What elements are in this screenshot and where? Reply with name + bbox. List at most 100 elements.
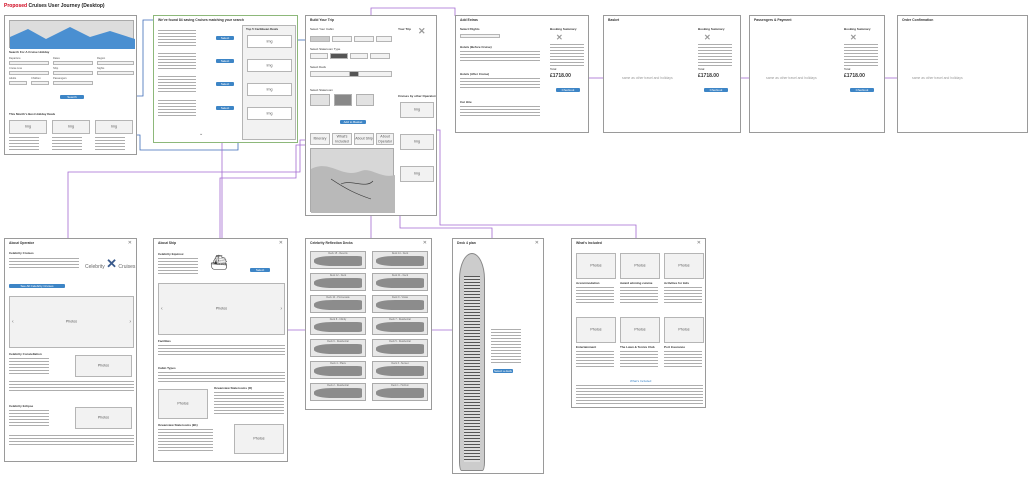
adults-select[interactable] [9, 81, 27, 85]
passengers-select[interactable] [53, 81, 93, 85]
close-icon[interactable]: ✕ [534, 240, 539, 246]
included-photo[interactable]: Photos [576, 317, 616, 343]
deck-card[interactable]: Deck 10 - Promenade [310, 295, 366, 313]
top-deal-card[interactable]: Img [247, 107, 292, 120]
deck-card[interactable]: Deck 9 - Vistas [372, 295, 428, 313]
included-photo[interactable]: Photos [576, 253, 616, 279]
top-deals-title: Top 5 Caribbean Deals [246, 27, 279, 31]
stateroom-suite[interactable] [370, 53, 390, 59]
close-icon[interactable]: ✕ [278, 240, 283, 246]
result-select-button[interactable]: Select [216, 59, 234, 63]
top-deal-card[interactable]: Img [247, 59, 292, 72]
frame-add-extras: Add Extras Select Flights Hotels (Before… [455, 15, 589, 133]
other-op-3[interactable]: Img [400, 166, 434, 182]
deck-card[interactable]: Deck 11 - Deck [372, 273, 428, 291]
deck-card[interactable]: Deck 4 - Plaza [310, 361, 366, 379]
ship-select-button[interactable]: Select [250, 268, 270, 272]
ship-2-img[interactable]: Photos [75, 407, 132, 429]
itinerary-map[interactable] [310, 148, 395, 213]
nights-select[interactable] [97, 71, 134, 75]
dates-input[interactable] [53, 61, 93, 65]
suite-b-img[interactable]: Photos [234, 424, 284, 454]
operator-photos[interactable]: Photos ‹ › [9, 296, 134, 348]
result-select-button[interactable]: Select [216, 82, 234, 86]
ship-photos[interactable]: Photos ‹ › [158, 283, 285, 335]
children-select[interactable] [31, 81, 49, 85]
deck-card[interactable]: Deck 3 - Sunset [372, 361, 428, 379]
included-photo[interactable]: Photos [620, 317, 660, 343]
stateroom-balcony[interactable] [350, 53, 368, 59]
close-icon[interactable]: ✕ [127, 240, 132, 246]
region-select[interactable] [97, 61, 134, 65]
ship-deck-outline[interactable] [459, 253, 485, 471]
label-cruise-line: Cruise Line [9, 67, 23, 70]
next-arrow-icon[interactable]: › [129, 319, 131, 325]
deck-label: Deck 8 - Infinity [329, 318, 347, 321]
car-hire-list [460, 106, 540, 118]
stateroom-inside[interactable] [310, 53, 328, 59]
tab-itinerary[interactable]: Itinerary [310, 133, 330, 145]
top-deal-card[interactable]: Img [247, 83, 292, 96]
deck-card[interactable]: Deck 15 - Resorts [310, 251, 366, 269]
deck-card[interactable]: Deck 7 - Residential [372, 317, 428, 335]
deck-card[interactable]: Deck 8 - Infinity [310, 317, 366, 335]
deal-card-1[interactable]: Img [9, 120, 47, 134]
suite-a-img[interactable]: Photos [158, 389, 208, 419]
deck-card[interactable]: Deck 14 - Deck [372, 251, 428, 269]
result-select-button[interactable]: Select [216, 36, 234, 40]
departure-select[interactable] [9, 61, 49, 65]
stateroom-image-2[interactable] [334, 94, 352, 106]
see-all-button[interactable]: See All Celebrity Cruises [9, 284, 65, 288]
deck-card[interactable]: Deck 2 - Residential [310, 383, 366, 401]
next-arrow-icon[interactable]: › [280, 306, 282, 312]
prev-arrow-icon[interactable]: ‹ [12, 319, 14, 325]
deck-card[interactable]: Deck 6 - Residential [310, 339, 366, 357]
close-icon[interactable]: ✕ [696, 240, 701, 246]
deck-selected[interactable] [349, 71, 359, 77]
pass-checkout-button[interactable]: Checkout [850, 88, 874, 92]
add-to-basket-button[interactable]: Add to Basket [340, 120, 366, 124]
tab-whats-included[interactable]: What's Included [332, 133, 352, 145]
prev-arrow-icon[interactable]: ‹ [161, 306, 163, 312]
celebrity-x-logo-icon: ✕ [106, 256, 118, 271]
included-photo[interactable]: Photos [664, 317, 704, 343]
search-button[interactable]: Search [60, 95, 84, 99]
deck-card[interactable]: Deck 12 - Deck [310, 273, 366, 291]
flights-select[interactable] [460, 34, 500, 38]
operator-intro [9, 258, 79, 270]
basket-checkout-button[interactable]: Checkout [704, 88, 728, 92]
select-deck-button[interactable]: Select a deck [493, 369, 513, 373]
close-icon[interactable]: ✕ [422, 240, 427, 246]
select-cabin-label: Select Your Cabin [310, 27, 334, 31]
cruise-line-select[interactable] [9, 71, 49, 75]
deck-card[interactable]: Deck 1 - Horizon [372, 383, 428, 401]
frame-passengers: Passengers & Payment same as other trave… [749, 15, 885, 133]
included-item-heading: Award winning cuisine [620, 281, 653, 285]
included-photo[interactable]: Photos [620, 253, 660, 279]
ship-1-img[interactable]: Photos [75, 355, 132, 377]
other-op-1[interactable]: Img [400, 102, 434, 118]
cabin-date-1[interactable] [310, 36, 330, 42]
tab-about-ship[interactable]: About Ship [354, 133, 374, 145]
ship-select[interactable] [53, 71, 93, 75]
tab-about-operator[interactable]: About Operator [376, 133, 394, 145]
top-deal-card[interactable]: Img [247, 35, 292, 48]
stateroom-oceanview[interactable] [330, 53, 348, 59]
cabin-date-3[interactable] [354, 36, 374, 42]
deal-text-2 [52, 137, 82, 150]
chevron-down-icon[interactable]: ⌄ [199, 131, 204, 137]
cabin-date-4[interactable] [376, 36, 392, 42]
cabin-date-2[interactable] [332, 36, 352, 42]
deal-card-3[interactable]: Img [95, 120, 133, 134]
included-photo[interactable]: Photos [664, 253, 704, 279]
deck-ship-icon [314, 322, 362, 332]
whats-included-link[interactable]: What's Included [630, 379, 652, 383]
frame-results: We've found 84 saving Cruises matching y… [153, 15, 298, 143]
checkout-button[interactable]: Checkout [556, 88, 580, 92]
deck-card[interactable]: Deck 5 - Residential [372, 339, 428, 357]
other-op-2[interactable]: Img [400, 134, 434, 150]
deal-card-2[interactable]: Img [52, 120, 90, 134]
deck-label: Deck 3 - Sunset [391, 362, 409, 365]
result-select-button[interactable]: Select [216, 106, 234, 110]
